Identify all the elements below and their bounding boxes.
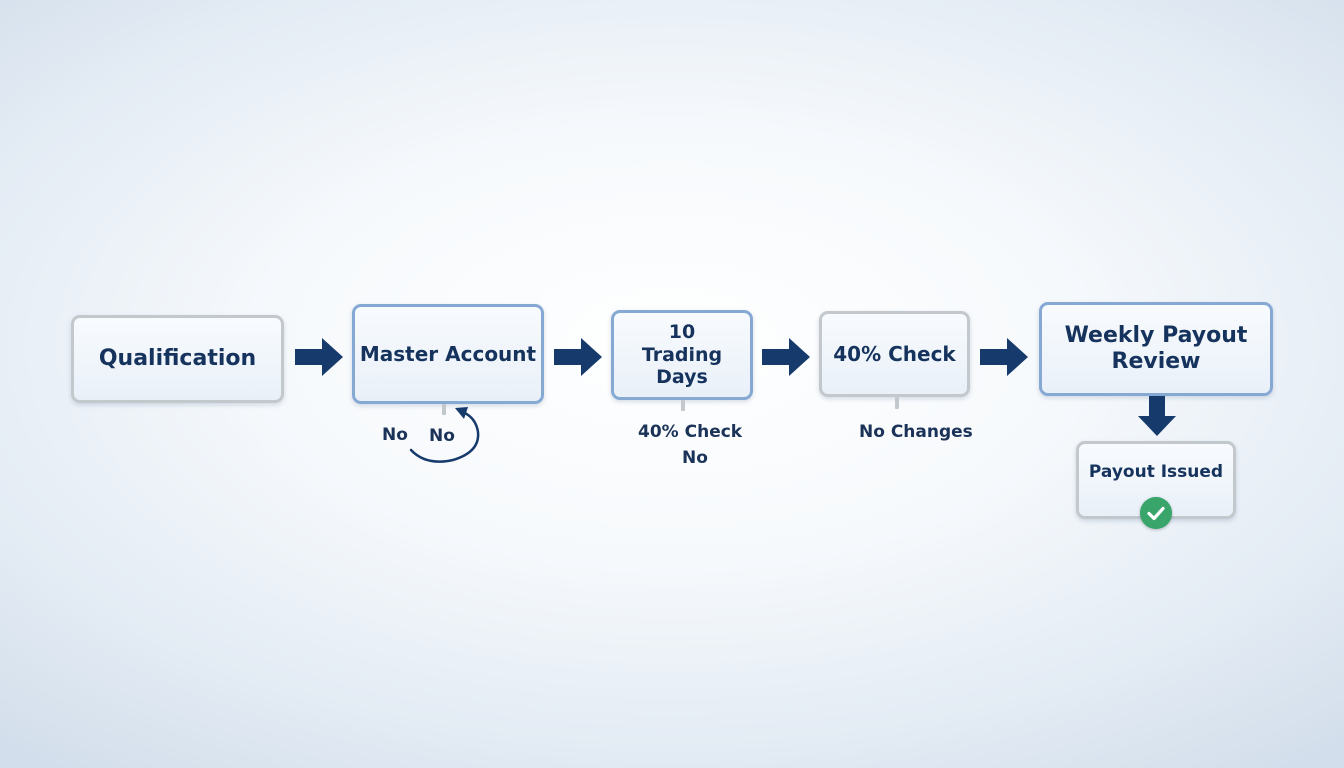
node-trading-days-label: 10 Trading Days (641, 320, 723, 389)
node-qualification-label: Qualification (98, 345, 257, 371)
node-trading-days: 10 Trading Days (611, 310, 753, 400)
node-qualification: Qualification (71, 315, 284, 403)
right-arrow-icon (554, 338, 602, 376)
check-circle-icon (1140, 497, 1172, 529)
master-no-label: No (382, 425, 408, 445)
master-loop-no-label: No (429, 426, 455, 446)
trading-no-label: No (682, 448, 708, 468)
trading-check-label: 40% Check (638, 422, 743, 442)
check-no-changes-label: No Changes (859, 422, 973, 442)
node-master-account-label: Master Account (359, 342, 537, 366)
connector-tick (895, 397, 899, 409)
right-arrow-icon (980, 338, 1028, 376)
node-check-label: 40% Check (833, 342, 956, 366)
right-arrow-icon (762, 338, 810, 376)
node-master-account: Master Account (352, 304, 544, 404)
node-payout-issued-label: Payout Issued (1088, 462, 1224, 482)
down-arrow-icon (1138, 396, 1176, 436)
node-weekly-payout-review: Weekly Payout Review (1039, 302, 1273, 396)
node-weekly-payout-review-label: Weekly Payout Review (1064, 322, 1248, 374)
right-arrow-icon (295, 338, 343, 376)
connector-tick (681, 400, 685, 411)
loop-arrow-icon (409, 407, 480, 463)
node-check: 40% Check (819, 311, 970, 397)
connector-tick (442, 404, 446, 415)
